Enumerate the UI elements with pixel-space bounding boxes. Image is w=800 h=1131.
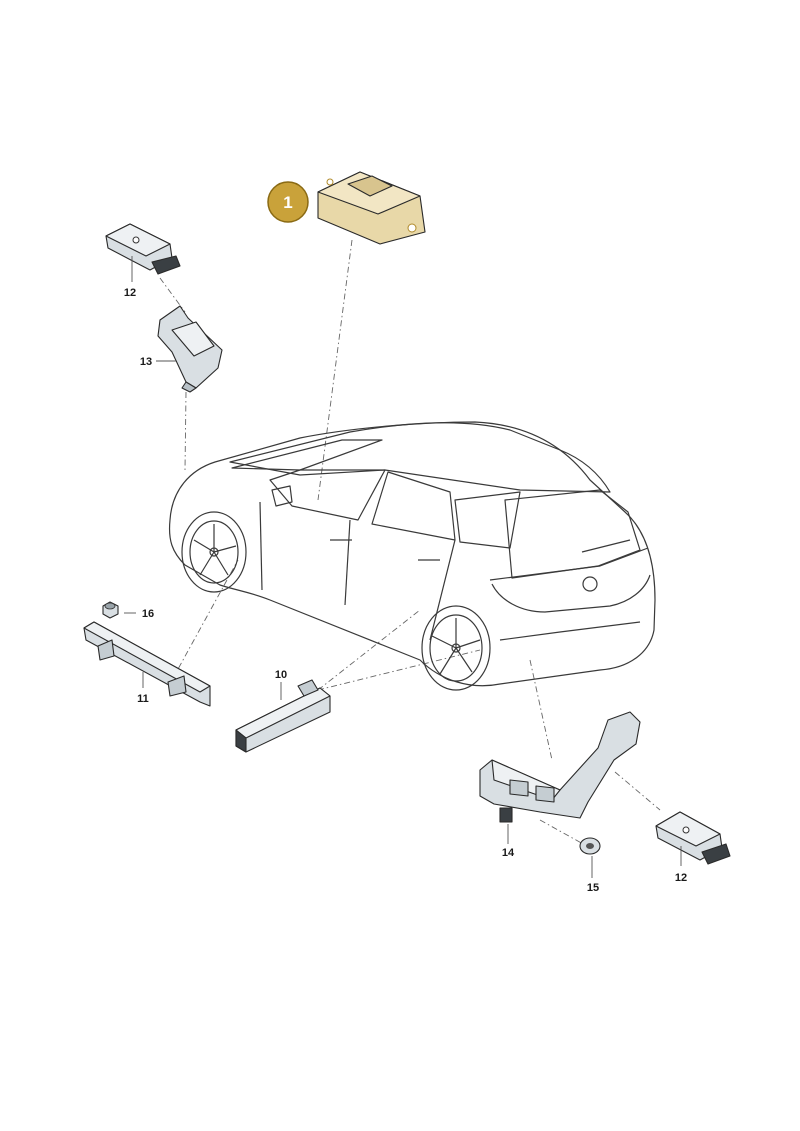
part-11-antenna-rail[interactable] [83,621,211,707]
part-15-nut[interactable] [579,837,601,855]
part-12-antenna-bottom[interactable] [655,811,731,865]
part-10-antenna-module[interactable] [235,679,331,753]
label-12-top: 12 [124,287,136,299]
label-12-bottom: 12 [675,872,687,884]
vehicle-illustration [168,421,656,691]
assembly-lines [159,239,661,846]
callout-label: 1 [283,193,292,212]
part-1-control-unit[interactable] [317,171,426,245]
front-wheel [181,511,247,593]
label-16: 16 [142,608,154,620]
label-14: 14 [502,847,515,859]
part-12-antenna-top[interactable] [105,223,181,275]
label-15: 15 [587,882,599,894]
label-13: 13 [140,356,152,368]
rear-wheel [421,605,491,691]
label-10: 10 [275,669,287,681]
part-14-bracket[interactable] [479,711,641,823]
callout-1: 1 [267,181,309,223]
label-11: 11 [137,693,149,705]
part-13-bracket[interactable] [157,305,223,393]
part-16-nut[interactable] [102,601,119,619]
